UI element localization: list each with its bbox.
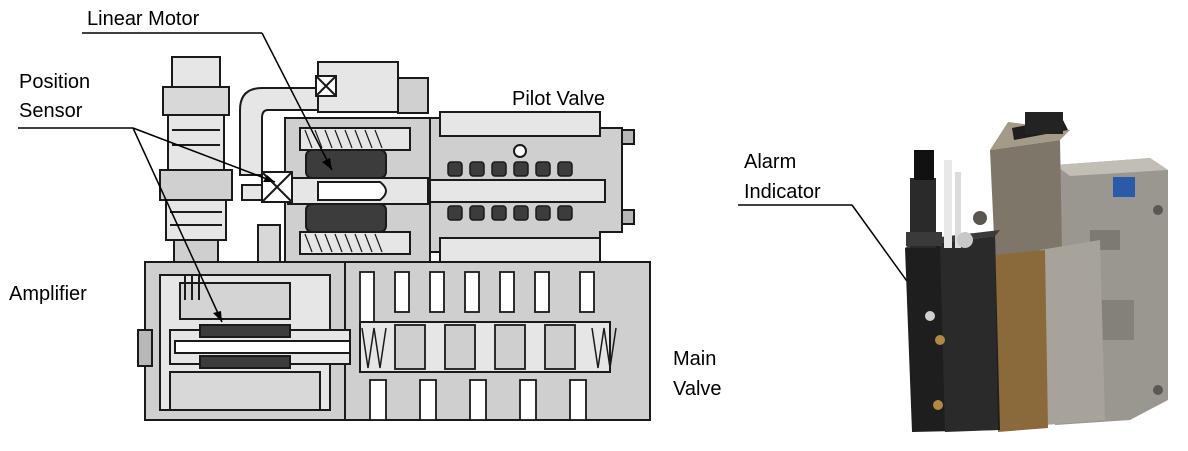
alarm-led xyxy=(925,311,935,321)
label-pilot-valve: Pilot Valve xyxy=(512,88,606,110)
valve-photo xyxy=(905,112,1168,432)
position-sensor-leader-lower xyxy=(132,127,223,323)
label-main-valve-line2: Valve xyxy=(673,378,722,400)
cable-connector-drawing xyxy=(159,56,233,263)
nameplate xyxy=(1113,177,1135,197)
leader-lines xyxy=(18,32,931,323)
motor-coil-upper xyxy=(305,149,387,179)
label-alarm-indicator-line2: Indicator xyxy=(744,181,821,203)
motor-coil-lower xyxy=(305,203,387,233)
label-position-sensor-line1: Position xyxy=(19,71,91,93)
label-amplifier: Amplifier xyxy=(9,283,87,305)
label-main-valve-line1: Main xyxy=(673,348,717,370)
label-alarm-indicator-line1: Alarm xyxy=(744,151,797,173)
label-linear-motor: Linear Motor xyxy=(87,8,200,30)
section-drawing xyxy=(137,56,651,421)
position-sensor-leader-upper xyxy=(132,127,276,183)
linear-motor-leader xyxy=(261,32,333,171)
label-position-sensor-line2: Sensor xyxy=(19,100,83,122)
